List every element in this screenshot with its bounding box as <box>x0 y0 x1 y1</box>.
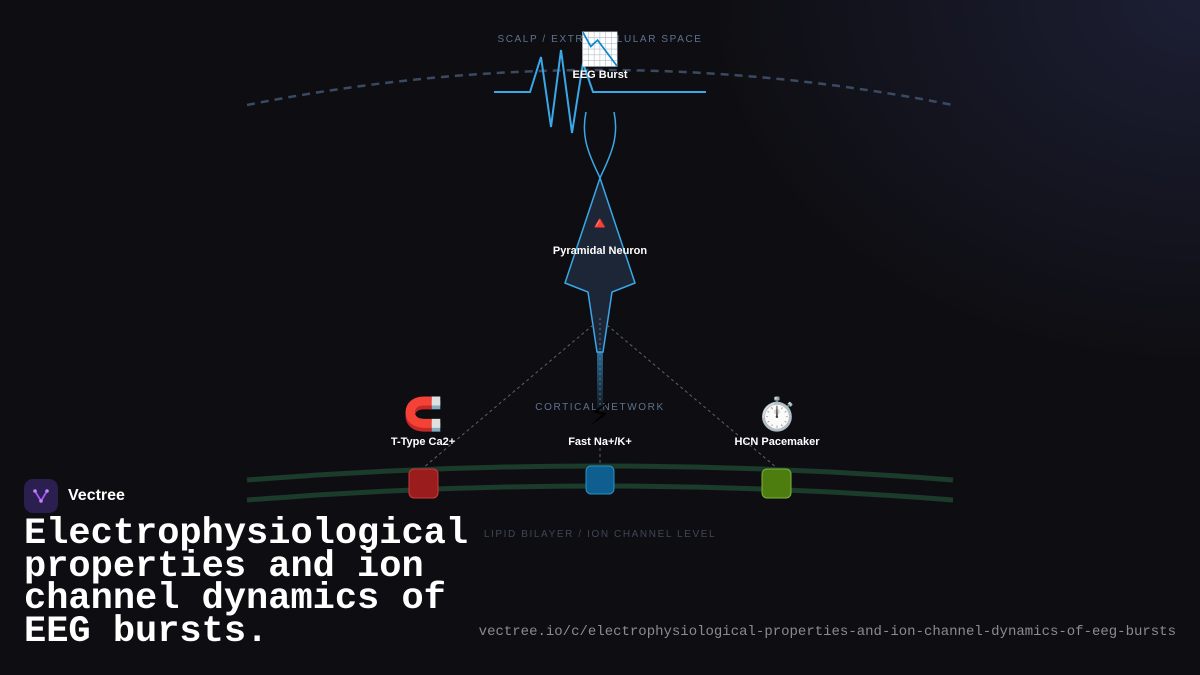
brand: Vectree <box>24 479 125 513</box>
dendrite-right <box>599 111 617 179</box>
t-type-label: T-Type Ca2+ <box>391 436 455 448</box>
triangle-icon: 🔺 <box>589 213 611 234</box>
pyramidal-neuron-label: Pyramidal Neuron <box>553 245 647 257</box>
page-title: Electrophysiological properties and ion … <box>24 513 469 653</box>
chart-decreasing-icon: 📉 <box>580 30 620 68</box>
lightning-icon: ⚡ <box>589 395 611 433</box>
pyramidal-neuron-body <box>564 175 636 353</box>
vectree-logo-icon <box>24 479 58 513</box>
stopwatch-icon: ⏱️ <box>757 395 797 433</box>
hcn-label: HCN Pacemaker <box>735 436 821 448</box>
channel-fast-na-k <box>585 465 615 495</box>
layer-label-bottom: LIPID BILAYER / ION CHANNEL LEVEL <box>484 529 716 540</box>
connector-right <box>606 324 778 469</box>
brand-name: Vectree <box>68 487 125 504</box>
eeg-burst-label: EEG Burst <box>572 69 627 81</box>
magnet-icon: 🧲 <box>403 395 443 433</box>
dendrite-left <box>583 111 601 179</box>
channel-hcn <box>761 468 792 499</box>
fast-na-k-label: Fast Na+/K+ <box>568 436 632 448</box>
scalp-arc <box>246 68 954 107</box>
connector-left <box>422 324 594 469</box>
channel-t-type <box>408 468 439 499</box>
layer-label-top: SCALP / EXTRACELLULAR SPACE <box>497 34 702 45</box>
layer-label-middle: CORTICAL NETWORK <box>535 402 665 413</box>
eeg-trace <box>494 49 706 134</box>
page-url[interactable]: vectree.io/c/electrophysiological-proper… <box>478 624 1176 640</box>
axon <box>597 352 603 412</box>
